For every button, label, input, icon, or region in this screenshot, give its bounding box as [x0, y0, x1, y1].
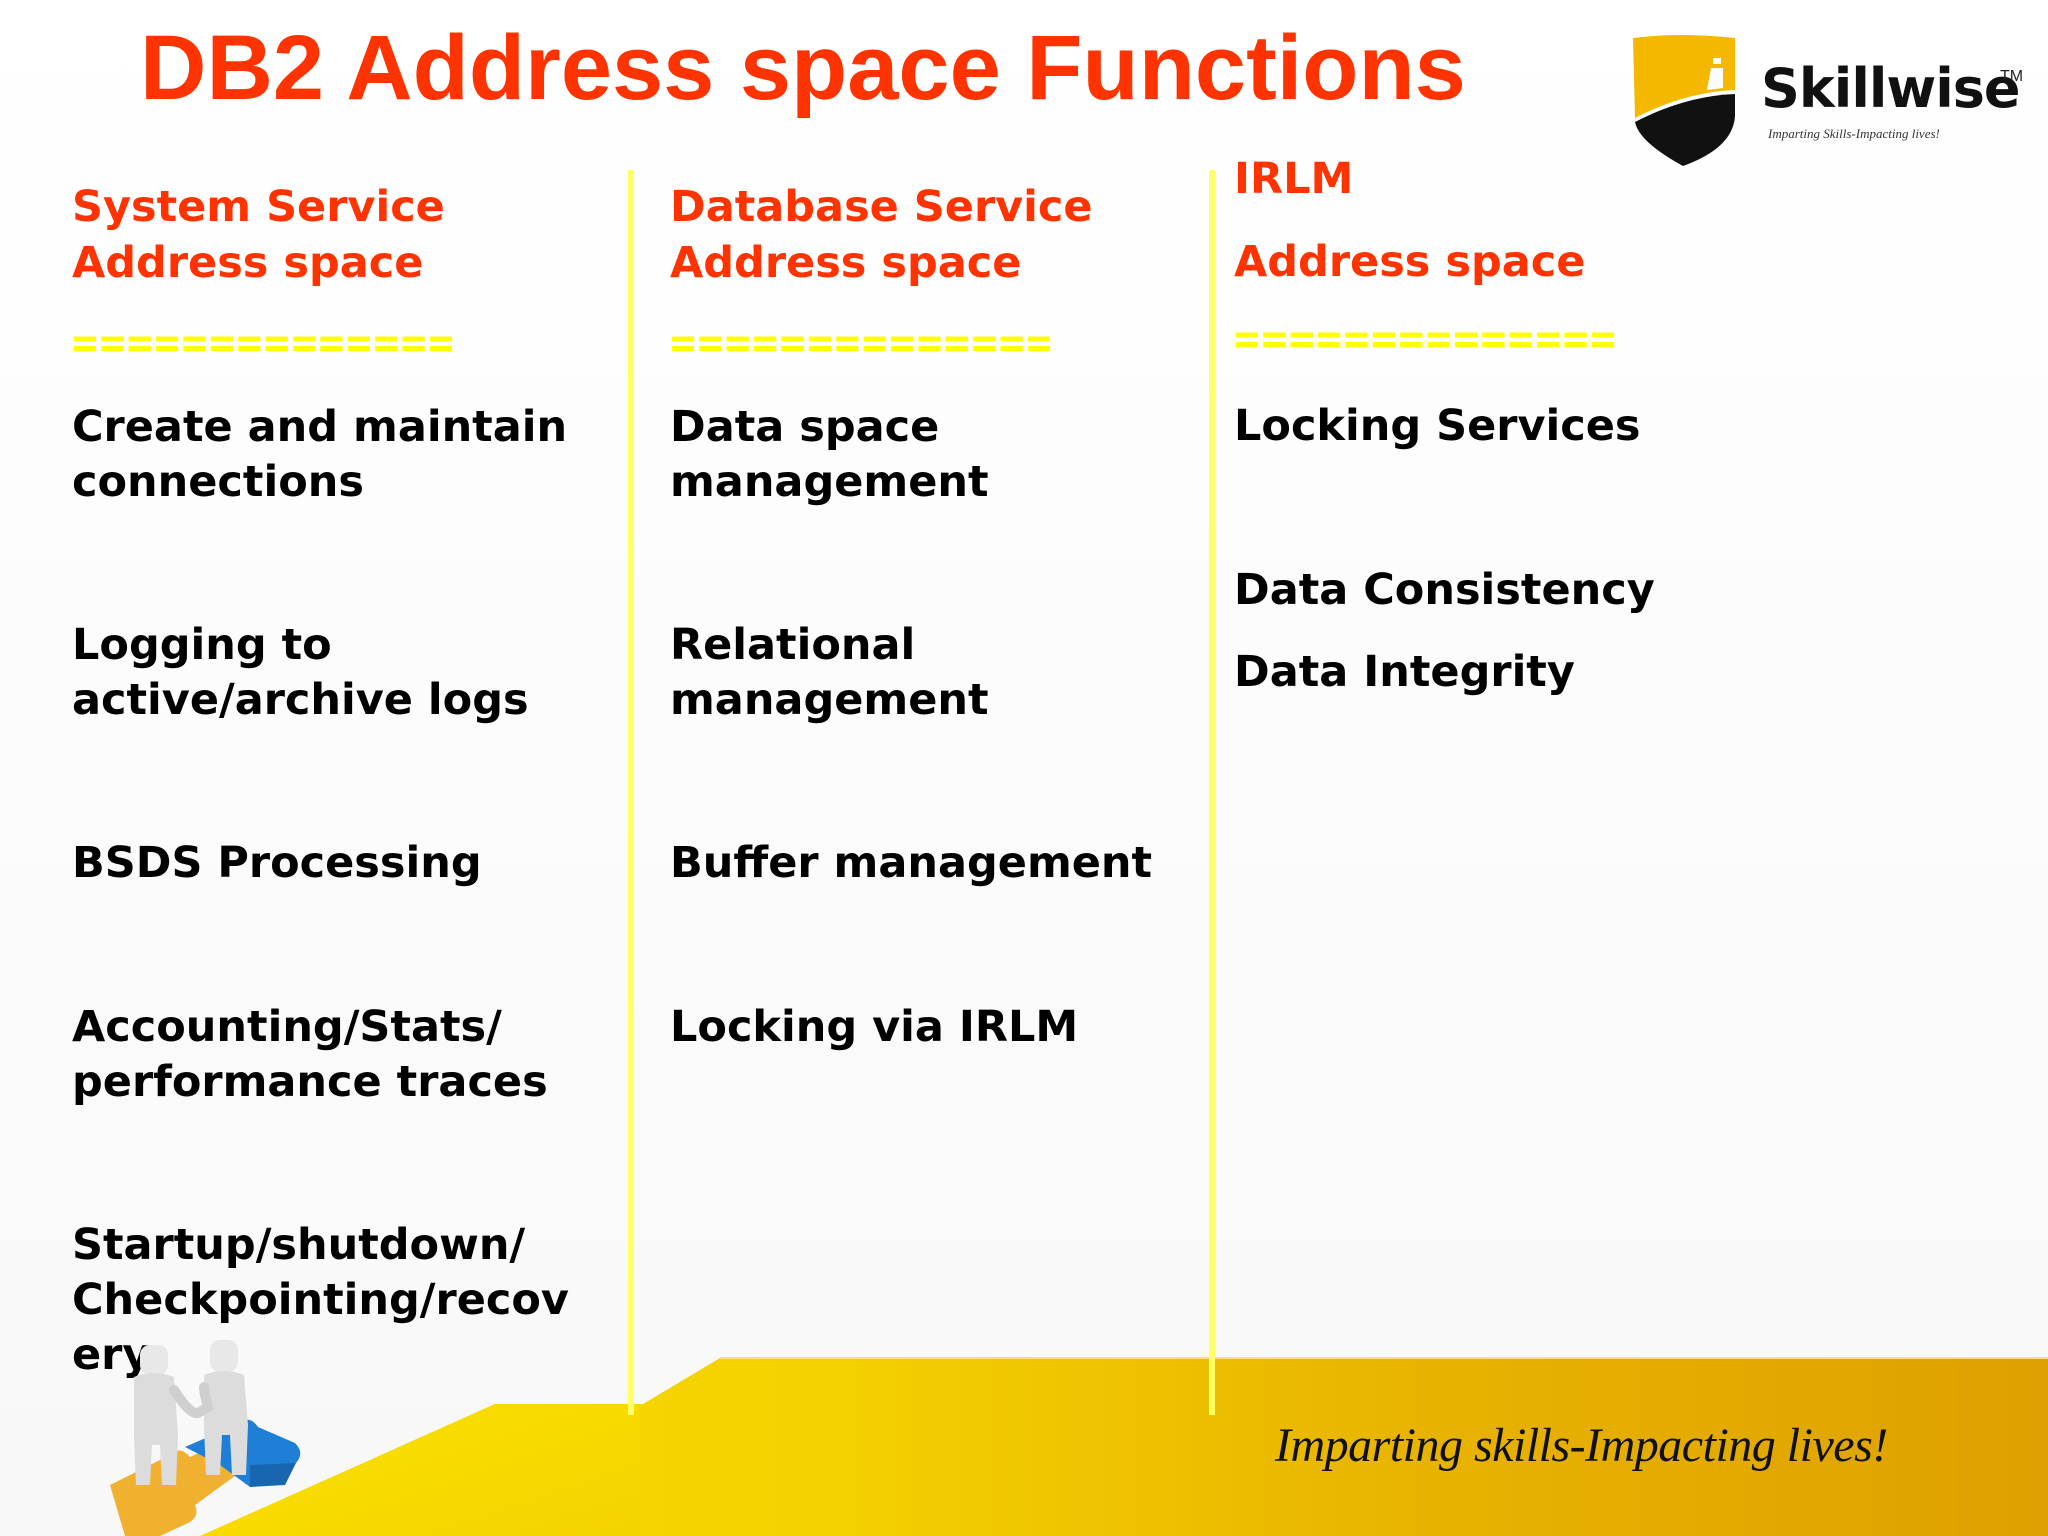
footer-tagline: Imparting skills-Impacting lives!: [1275, 1419, 1888, 1472]
column-separator: ==============: [670, 318, 1054, 368]
column-heading-line1: IRLM: [1234, 154, 1354, 204]
list-item: BSDS Processing: [72, 838, 482, 888]
column-heading-line1: Database Service: [670, 182, 1093, 232]
list-item: Locking via IRLM: [670, 1002, 1079, 1052]
column-divider-1: [628, 170, 634, 1415]
slide-title: DB2 Address space Functions: [140, 17, 1466, 119]
list-item: Locking Services: [1234, 401, 1641, 451]
column-separator: ==============: [1234, 314, 1618, 364]
column-heading-line2: Address space: [1234, 237, 1586, 287]
list-item: Logging to active/archive logs: [72, 620, 529, 725]
list-item: Buffer management: [670, 838, 1153, 888]
list-item: Create and maintain connections: [72, 402, 568, 507]
shield-logo-icon: [1633, 35, 1735, 166]
list-item: Relational management: [670, 620, 989, 725]
logo-trademark: TM: [2000, 68, 2024, 85]
skillwise-logo: Skillwise TM Imparting Skills-Impacting …: [1625, 30, 2025, 170]
logo-brand-name: Skillwise: [1761, 57, 2020, 120]
list-item: Data Integrity: [1234, 647, 1575, 697]
list-item: Data space management: [670, 402, 989, 507]
list-item: Data Consistency: [1234, 565, 1655, 615]
column-divider-2: [1209, 170, 1215, 1415]
column-heading-line1: System Service: [72, 182, 445, 232]
column-heading-line2: Address space: [670, 238, 1022, 288]
list-item: Startup/shutdown/ Checkpointing/recov er…: [72, 1220, 569, 1380]
logo-tagline: Imparting Skills-Impacting lives!: [1768, 126, 1940, 141]
handshake-puzzle-illustration: [110, 1340, 301, 1536]
column-heading-line2: Address space: [72, 238, 424, 288]
list-item: Accounting/Stats/ performance traces: [72, 1002, 548, 1107]
column-separator: ==============: [72, 318, 456, 368]
